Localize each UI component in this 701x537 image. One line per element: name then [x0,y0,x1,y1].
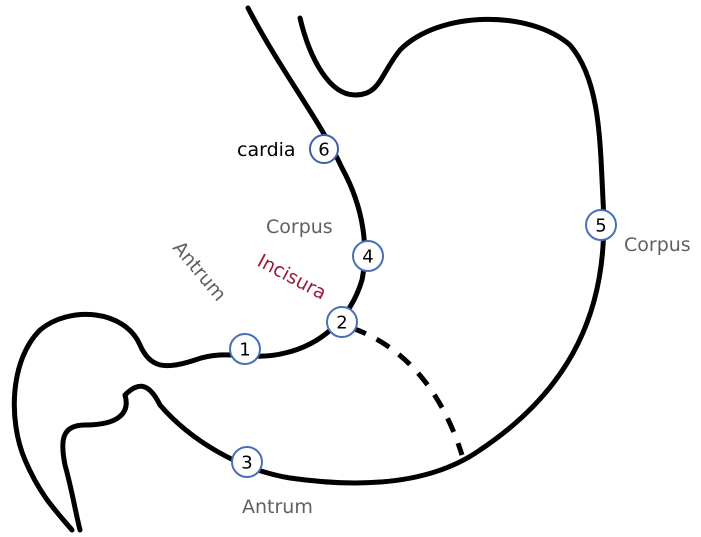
marker-2-label: 2 [336,313,347,334]
duodenum-inner-line [60,392,129,533]
incisura-dashed-line [351,325,465,456]
lesser-curvature-line [11,5,368,533]
marker-5-label: 5 [595,216,606,237]
incisura-label: Incisura [254,250,330,305]
marker-1-label: 1 [239,340,250,361]
marker-5: 5 [585,209,617,241]
cardia-label: cardia [237,139,296,161]
marker-4-label: 4 [362,247,373,268]
antrum-bottom-label: Antrum [242,496,313,518]
marker-6: 6 [309,134,339,164]
marker-4: 4 [352,240,384,272]
marker-2: 2 [326,306,358,338]
antrum-rotated-label: Antrum [168,237,230,305]
corpus-upper-label: Corpus [266,216,333,238]
marker-3-label: 3 [241,453,252,474]
marker-6-label: 6 [318,140,329,161]
marker-3: 3 [231,446,263,478]
marker-1: 1 [229,333,261,365]
corpus-right-label: Corpus [624,234,691,256]
